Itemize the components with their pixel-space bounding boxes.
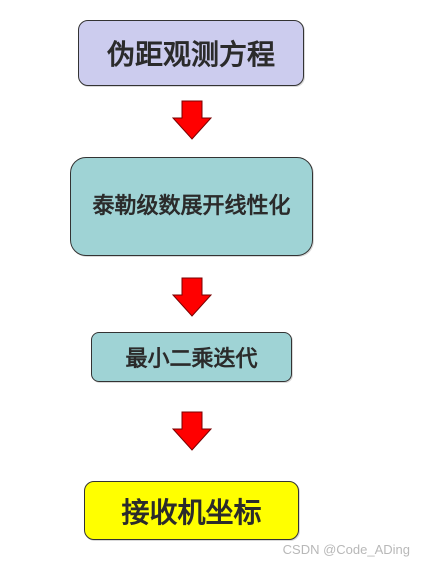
flow-step-receiver-coordinates: 接收机坐标 [84,481,299,540]
down-arrow-icon [172,277,212,317]
flow-step-label: 最小二乘迭代 [125,347,258,372]
flow-step-label: 泰勒级数展开线性化 [92,193,291,219]
flow-step-label: 接收机坐标 [121,495,262,529]
watermark: CSDN @Code_ADing [282,542,410,557]
down-arrow-icon [172,411,212,451]
down-arrow-icon [172,100,212,140]
flow-step-label: 伪距观测方程 [106,38,275,71]
flow-step-pseudorange-equation: 伪距观测方程 [78,20,304,86]
flow-step-least-squares-iteration: 最小二乘迭代 [91,332,292,382]
flow-step-taylor-linearization: 泰勒级数展开线性化 [70,157,313,256]
